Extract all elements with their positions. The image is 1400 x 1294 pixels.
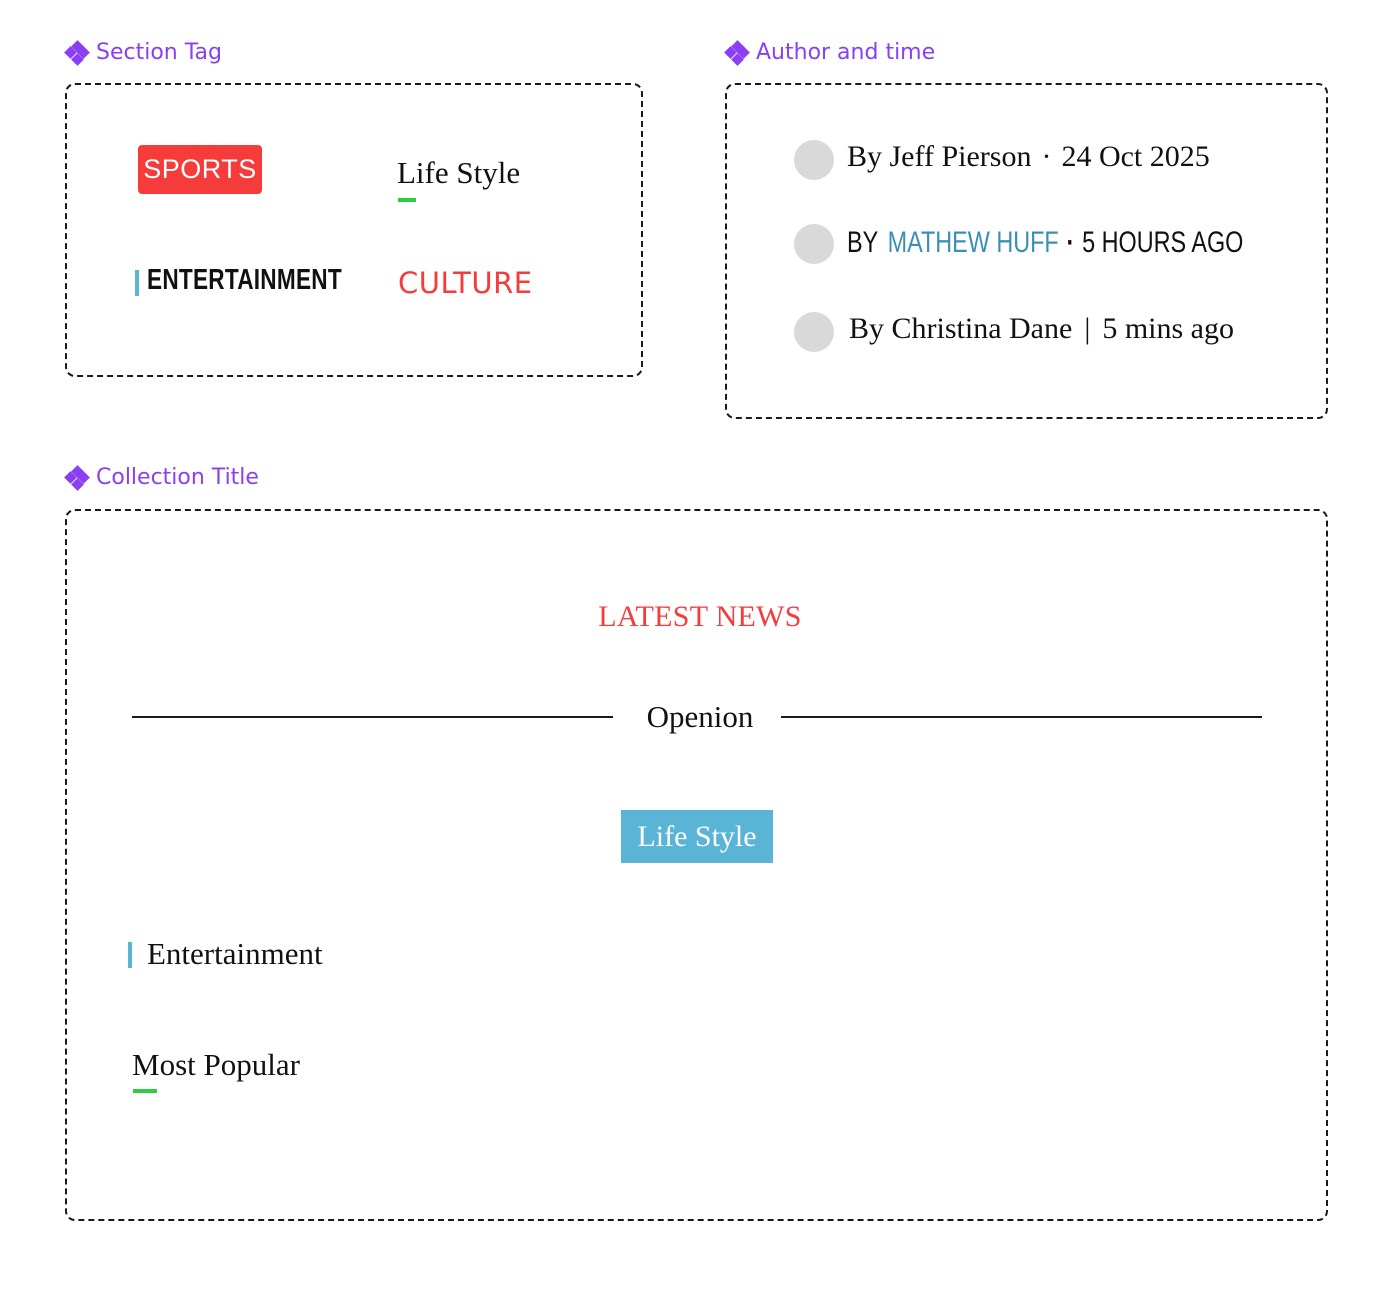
section-tag-label-text: Section Tag xyxy=(96,40,222,65)
tag-sports[interactable]: SPORTS xyxy=(138,145,262,194)
tag-entertainment[interactable]: ENTERTAINMENT xyxy=(147,264,342,296)
most-popular-title: Most Popular xyxy=(132,1047,300,1082)
author-separator: · xyxy=(1066,226,1075,259)
tag-entertainment-bar xyxy=(135,270,139,296)
author-row-3: By Christina Dane | 5 mins ago xyxy=(849,312,1234,346)
collection-title-label-text: Collection Title xyxy=(96,465,259,490)
author-row-1: By Jeff Pierson · 24 Oct 2025 xyxy=(847,140,1210,174)
section-tag-frame xyxy=(65,83,643,377)
author-name-link[interactable]: MATHEW HUFF xyxy=(887,226,1059,259)
author-by: BY xyxy=(847,226,879,259)
author-by[interactable]: By Jeff Pierson xyxy=(847,140,1032,173)
collection-title-frame xyxy=(65,509,1328,1221)
avatar xyxy=(794,224,834,264)
author-time-frame xyxy=(725,83,1328,419)
component-icon xyxy=(64,39,90,66)
author-time: 5 HOURS AGO xyxy=(1082,226,1244,259)
author-separator: | xyxy=(1084,312,1091,345)
tag-lifestyle[interactable]: Life Style xyxy=(397,155,521,190)
divider-title: Openion xyxy=(646,699,754,734)
author-row-2: BY MATHEW HUFF · 5 HOURS AGO xyxy=(847,226,1243,260)
entertainment-title: Entertainment xyxy=(147,936,323,971)
author-time: 24 Oct 2025 xyxy=(1061,140,1210,173)
author-time-label-text: Author and time xyxy=(756,40,936,65)
avatar xyxy=(794,312,834,352)
component-icon xyxy=(64,464,90,491)
tag-lifestyle-underline xyxy=(398,198,416,202)
author-separator: · xyxy=(1041,140,1052,173)
author-time: 5 mins ago xyxy=(1102,312,1234,345)
divider-line-left xyxy=(132,716,613,718)
component-icon xyxy=(724,39,750,66)
author-by[interactable]: By Christina Dane xyxy=(849,312,1073,345)
entertainment-bar xyxy=(128,942,132,968)
most-popular-underline xyxy=(133,1089,157,1093)
collection-title-label: Collection Title xyxy=(64,464,259,491)
latest-news-title: LATEST NEWS xyxy=(598,600,802,633)
avatar xyxy=(794,140,834,180)
section-tag-label: Section Tag xyxy=(64,39,222,66)
tag-culture[interactable]: CULTURE xyxy=(398,266,533,300)
author-time-label: Author and time xyxy=(724,39,936,66)
divider-line-right xyxy=(781,716,1262,718)
lifestyle-badge-title: Life Style xyxy=(621,810,773,863)
